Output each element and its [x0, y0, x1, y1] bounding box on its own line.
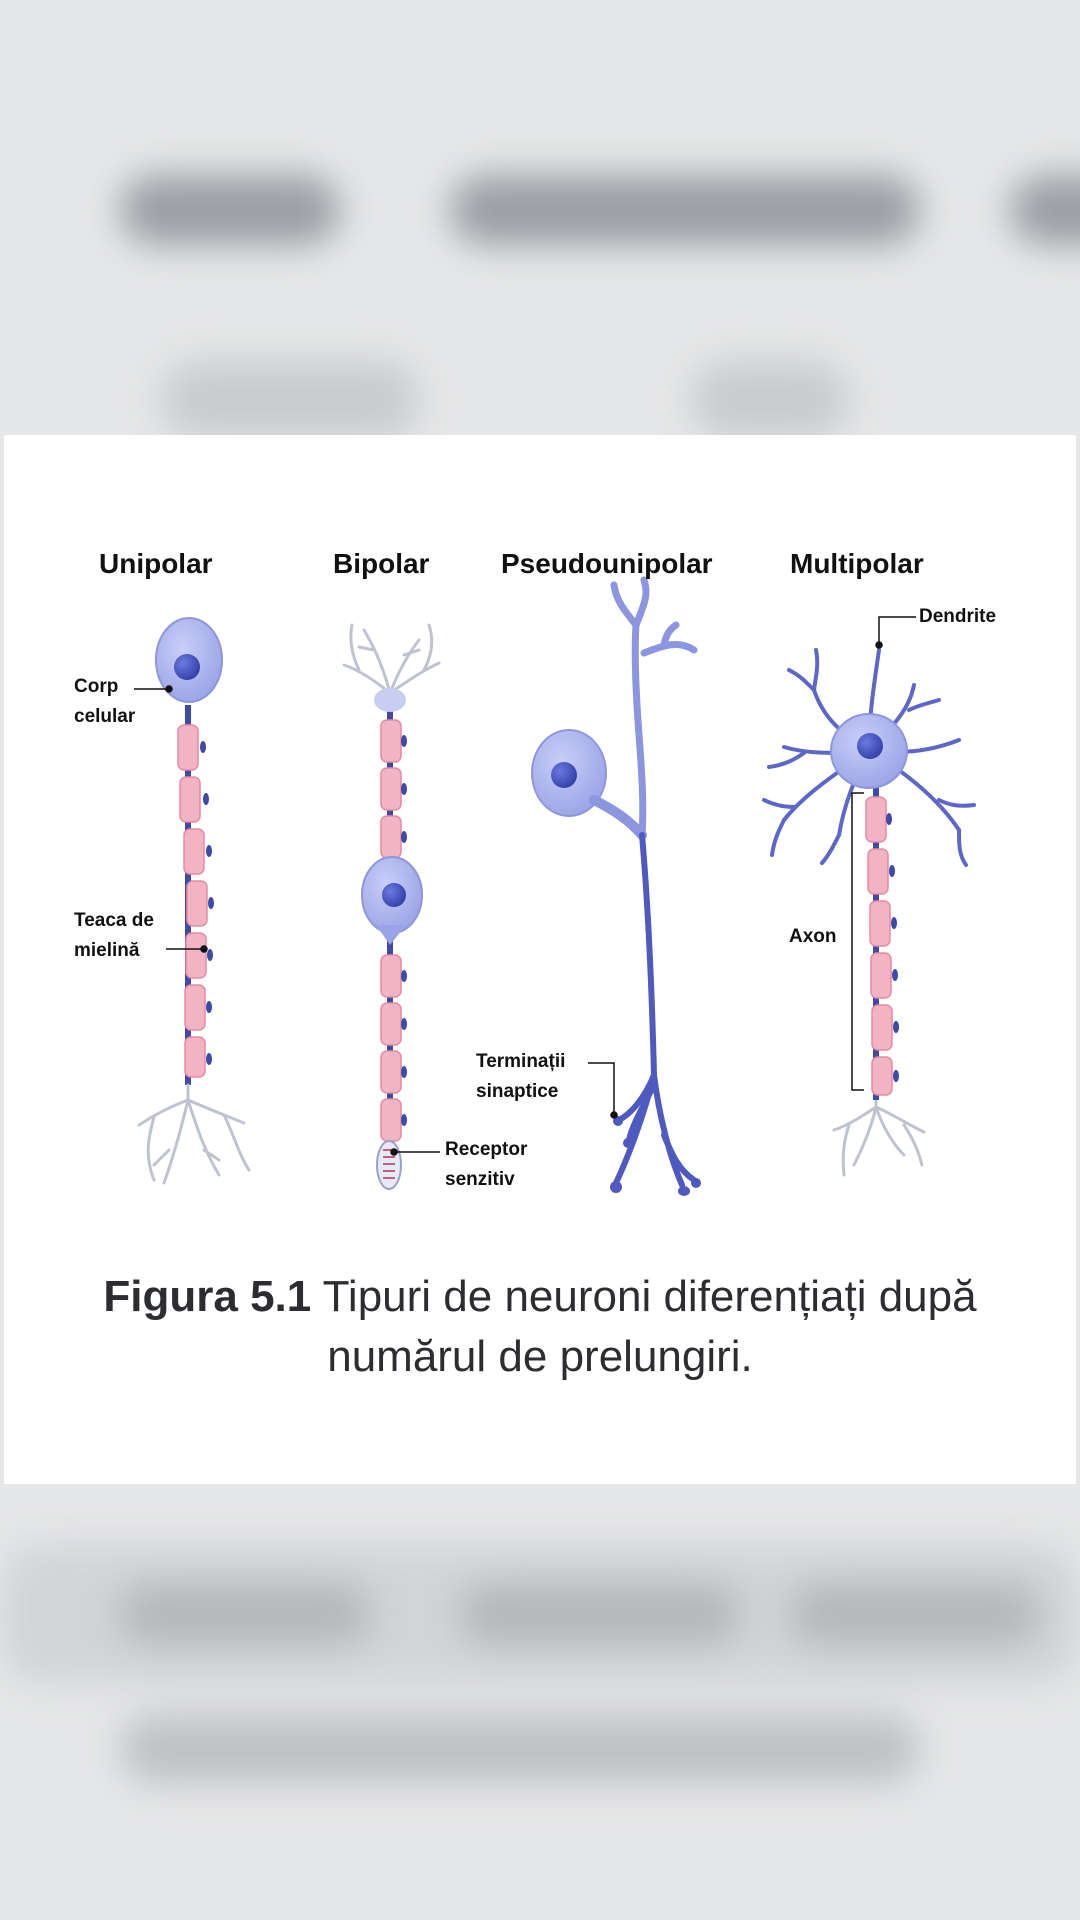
- figure-number: Figura 5.1: [103, 1272, 312, 1321]
- pseudounipolar-nucleus: [551, 762, 577, 788]
- label-corp-celular: Corp celular: [74, 676, 136, 727]
- label-teaca-de-mielina: Teaca de mielină: [74, 910, 154, 961]
- bipolar-myelin-lower: [380, 954, 402, 1142]
- neuron-diagram: [134, 576, 976, 1196]
- multipolar-neuron: [762, 648, 976, 1177]
- label-dendrite: Dendrite: [919, 606, 997, 627]
- title-multipolar: Multipolar: [790, 548, 924, 579]
- unipolar-neuron: [137, 617, 251, 1185]
- figure-caption: Figura 5.1 Tipuri de neuroni diferențiaț…: [44, 1267, 1036, 1387]
- title-unipolar: Unipolar: [99, 548, 213, 579]
- multipolar-myelin: [865, 796, 893, 1096]
- bipolar-neuron: [342, 623, 441, 1190]
- pseudounipolar-branches: [610, 576, 698, 839]
- title-pseudounipolar: Pseudounipolar: [501, 548, 713, 579]
- bipolar-myelin-upper: [380, 719, 402, 859]
- bipolar-nucleus: [382, 883, 406, 907]
- figure-caption-text: Tipuri de neuroni diferențiați după numă…: [311, 1272, 977, 1381]
- unipolar-myelin: [177, 724, 208, 1078]
- blurred-footer-area: [0, 1484, 1080, 1920]
- label-axon: Axon: [789, 926, 837, 947]
- title-bipolar: Bipolar: [333, 548, 430, 579]
- label-receptor-senzitiv: Receptor senzitiv: [445, 1139, 528, 1190]
- blurred-header-area: [0, 0, 1080, 435]
- multipolar-terminals: [832, 1093, 926, 1177]
- label-leaders: [134, 616, 916, 1156]
- unipolar-nucleus: [174, 654, 200, 680]
- label-terminatii-sinaptice: Terminații sinaptice: [476, 1051, 566, 1102]
- multipolar-nucleus: [857, 733, 883, 759]
- figure-card: Unipolar Bipolar Pseudounipolar Multipol…: [4, 435, 1076, 1484]
- pseudounipolar-neuron: [531, 576, 701, 1196]
- unipolar-terminals: [137, 1083, 251, 1185]
